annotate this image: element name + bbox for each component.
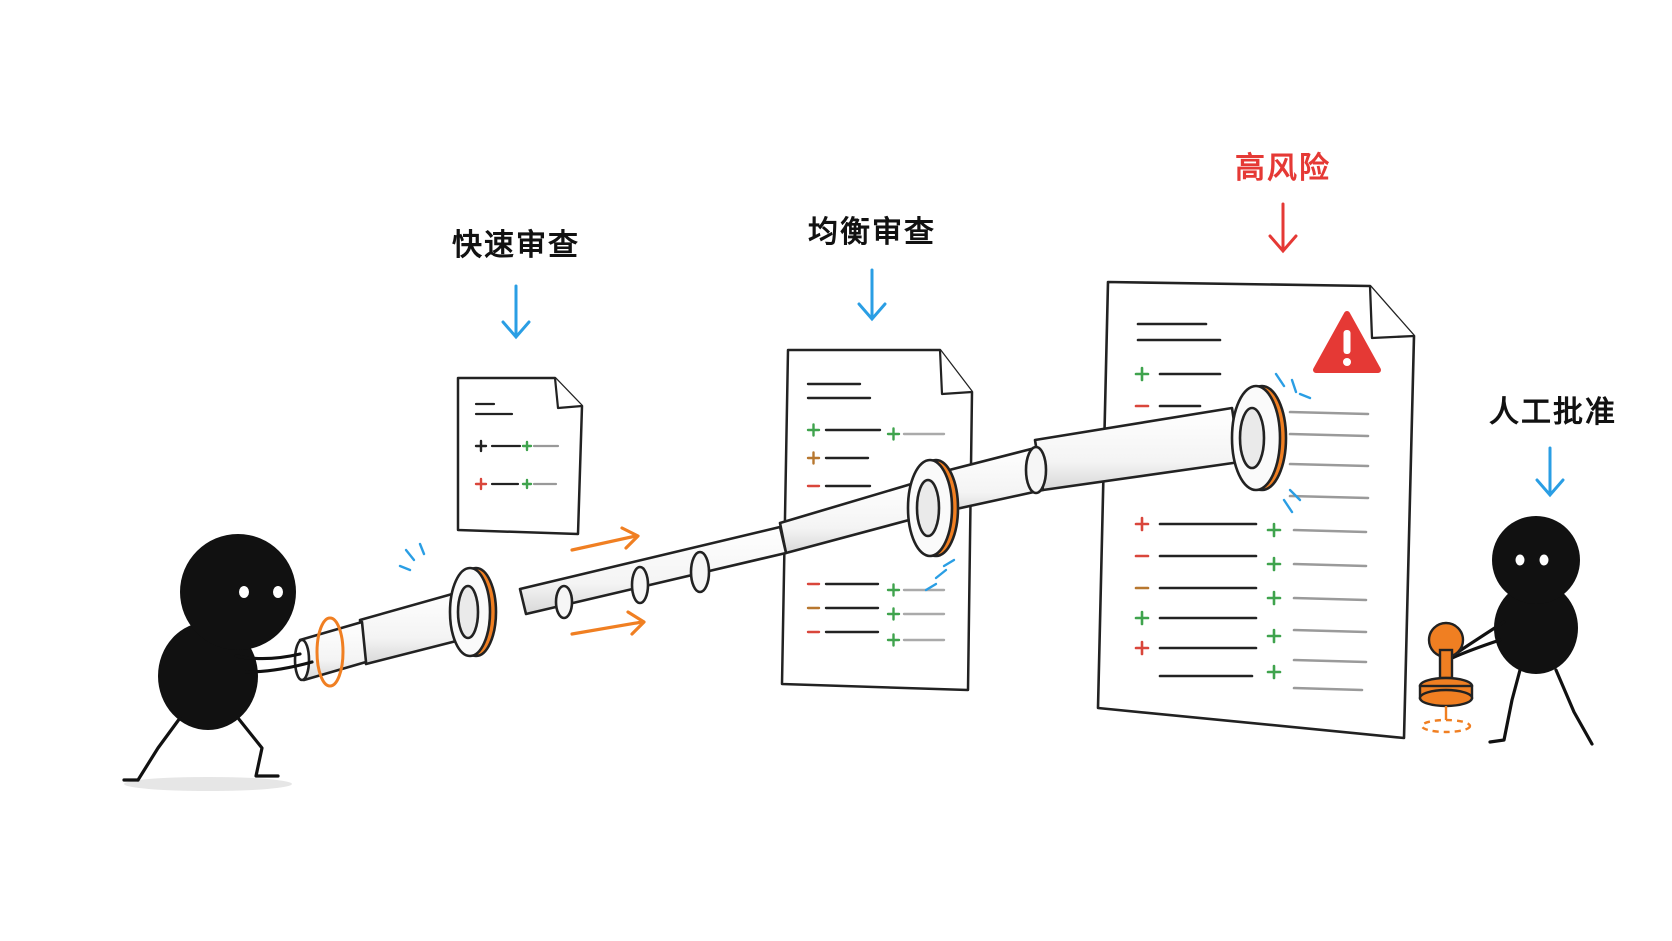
sparkle-marks <box>398 372 1312 592</box>
high-risk-label: 高风险 <box>1235 151 1331 186</box>
small-document <box>456 376 584 536</box>
balanced-review-label-group: 均衡审查 <box>808 215 936 322</box>
right-stick-figure <box>1418 516 1594 746</box>
left-stick-figure <box>122 534 345 791</box>
balanced-review-label: 均衡审查 <box>808 215 936 250</box>
human-approval-arrow-icon <box>1535 446 1565 498</box>
high-risk-arrow-icon <box>1268 202 1298 254</box>
telescope-icon <box>293 384 1288 682</box>
collar-1 <box>448 566 498 658</box>
motion-arrows <box>570 526 646 636</box>
large-document <box>1096 280 1416 740</box>
fast-review-label-group: 快速审查 <box>452 228 580 340</box>
collar-3 <box>1230 384 1288 492</box>
fast-review-arrow-icon <box>501 284 531 340</box>
rubber-stamp-icon <box>1418 621 1474 734</box>
warning-icon <box>1313 311 1381 373</box>
fast-review-label: 快速审查 <box>452 228 580 263</box>
balanced-review-arrow-icon <box>857 268 887 322</box>
collar-2 <box>906 458 960 558</box>
high-risk-label-group: 高风险 <box>1235 151 1331 254</box>
human-approval-label: 人工批准 <box>1489 395 1617 430</box>
diff-plus-marks <box>474 439 533 491</box>
human-approval-label-group: 人工批准 <box>1489 395 1617 498</box>
